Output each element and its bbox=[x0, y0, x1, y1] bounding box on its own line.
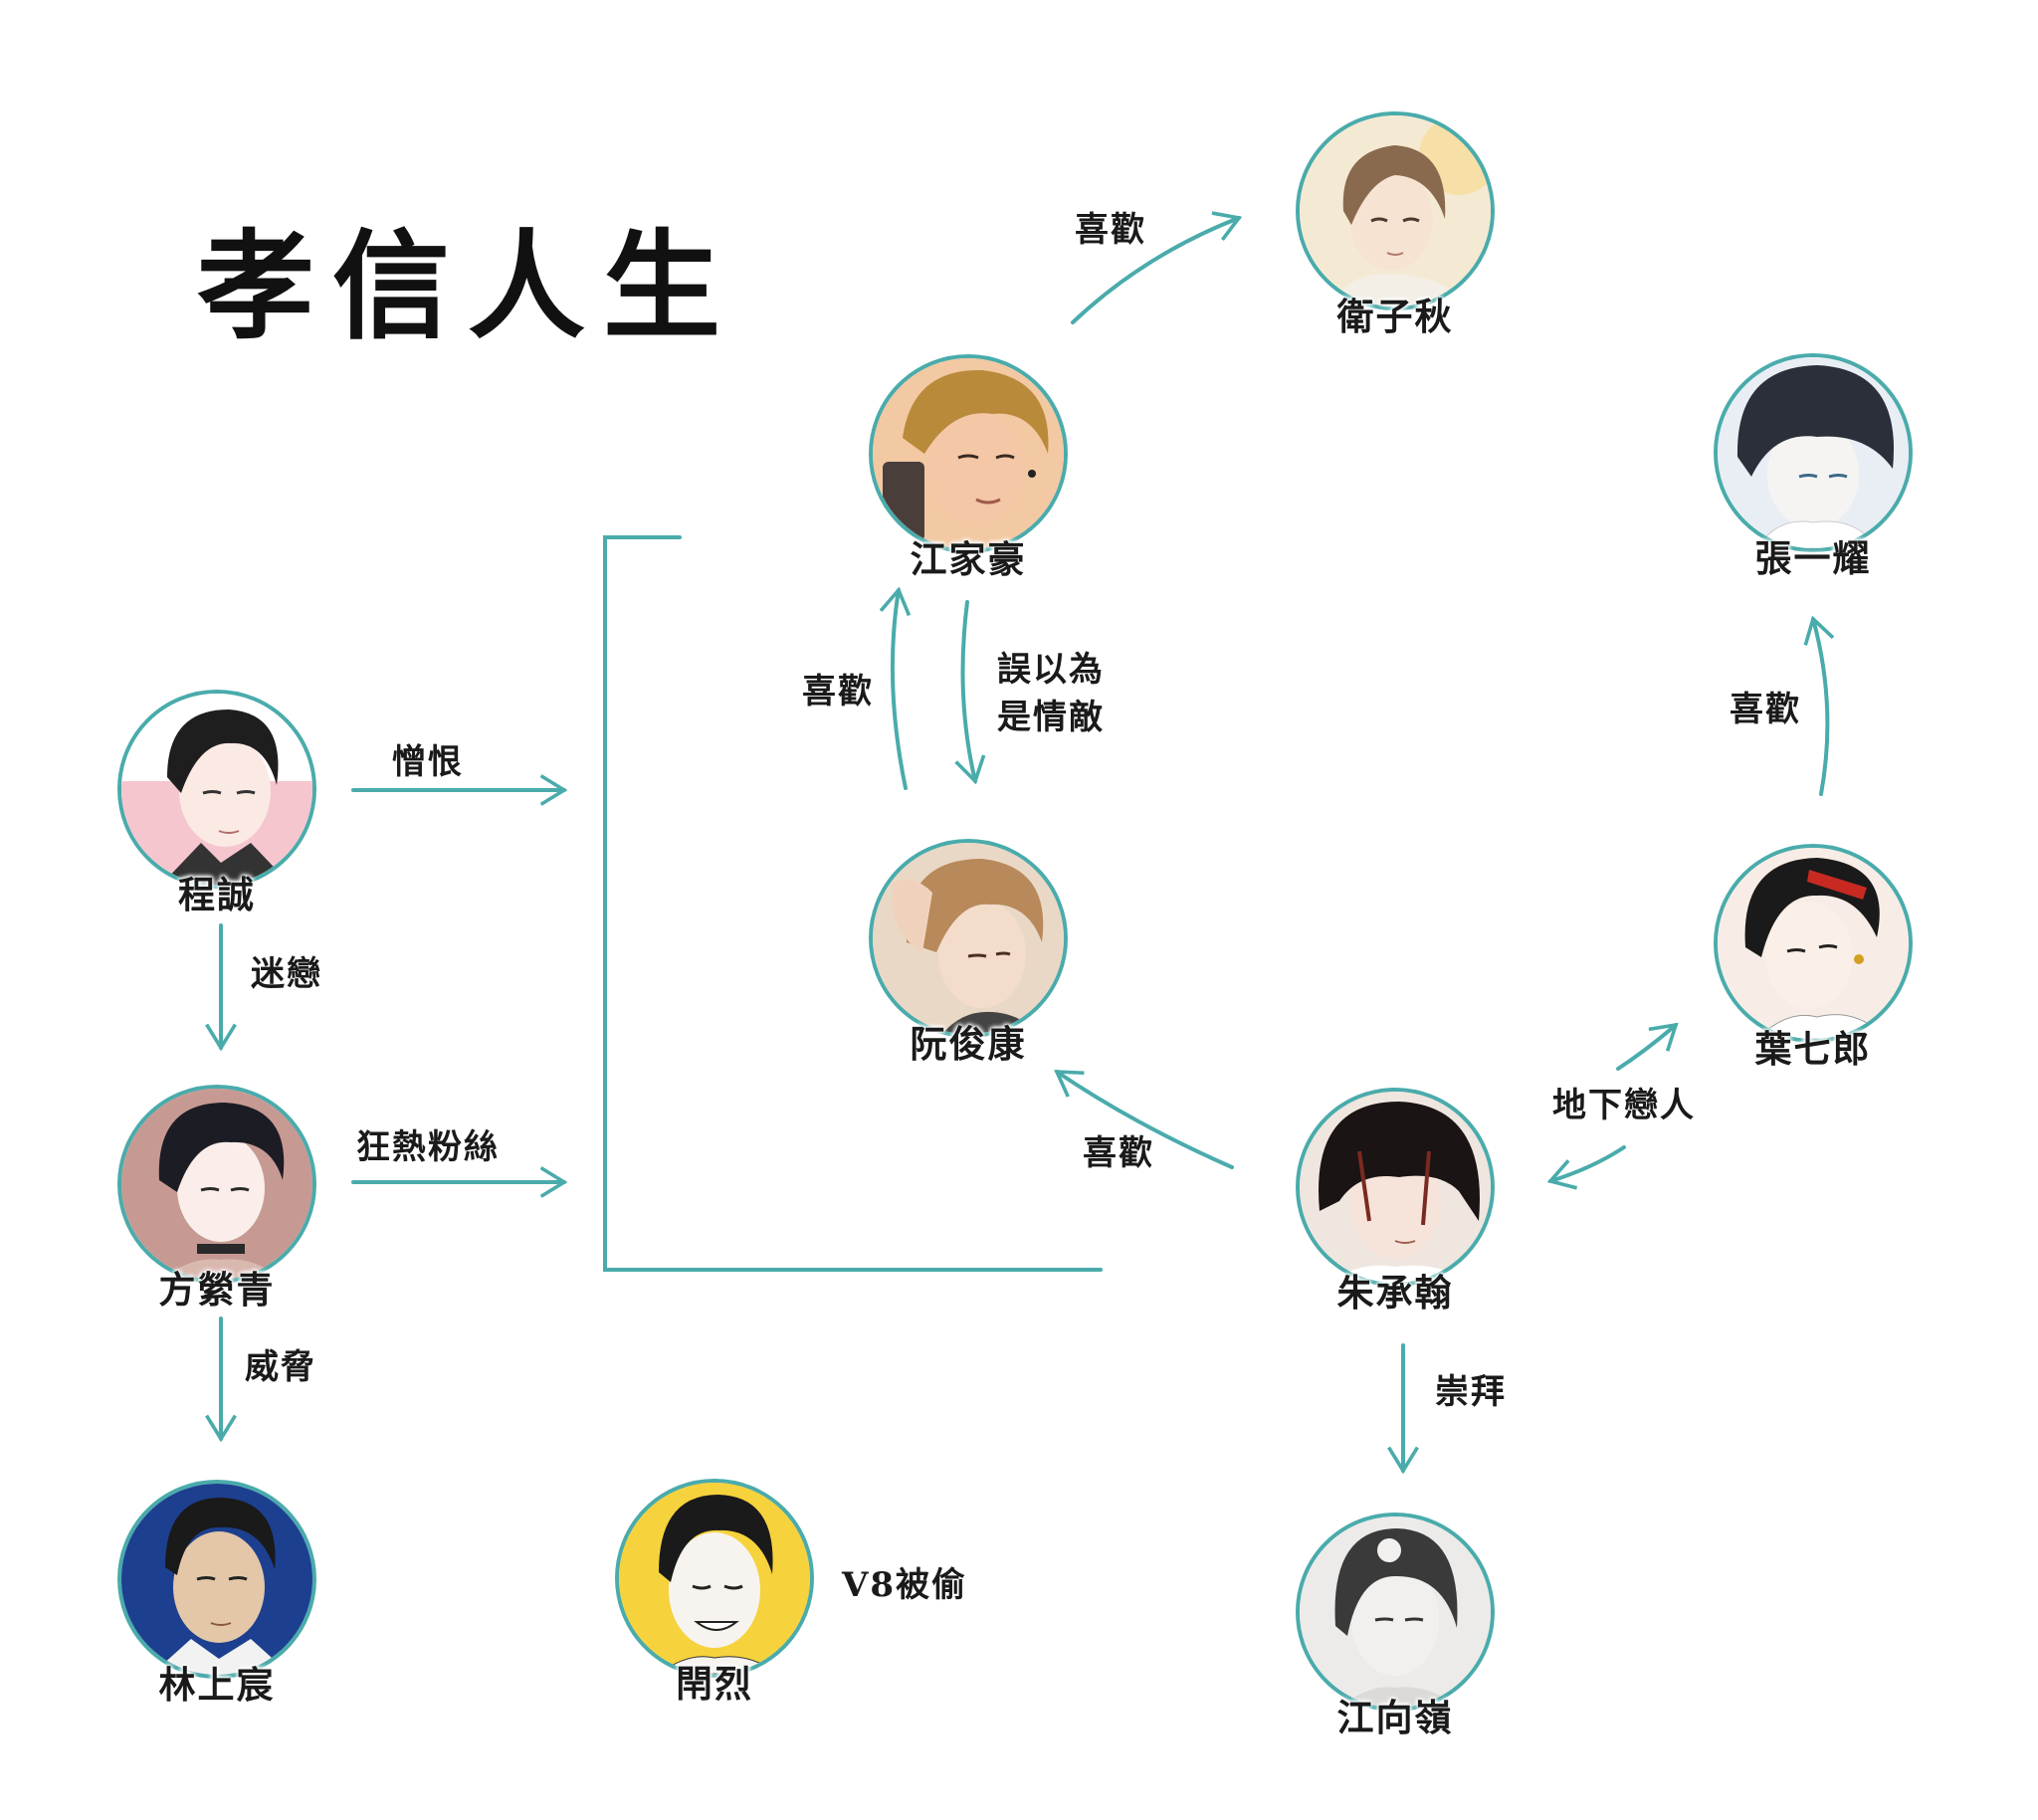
face-illustration bbox=[873, 358, 1064, 549]
face-illustration bbox=[873, 843, 1064, 1034]
arrow-jiahao-ziqiu bbox=[1071, 211, 1243, 324]
character-node-ye-qilang[interactable]: 葉七郎 bbox=[1714, 844, 1913, 1083]
face-illustration bbox=[619, 1483, 810, 1674]
relation-label-cheng-group: 憎恨 bbox=[392, 742, 464, 782]
relation-label-zhu-qilang: 地下戀人 bbox=[1552, 1086, 1696, 1125]
portrait-kai-lie bbox=[615, 1479, 814, 1678]
character-name-fang-yingqing: 方縈青 bbox=[158, 1268, 276, 1312]
relation-label-cheng-fang: 迷戀 bbox=[251, 954, 322, 994]
character-name-zhu-chenghan: 朱承翰 bbox=[1336, 1271, 1454, 1314]
relation-label-jiahao-junkang-1: 誤以為 bbox=[997, 650, 1105, 690]
character-node-fang-yingqing[interactable]: 方縈青 bbox=[117, 1085, 316, 1323]
face-illustration bbox=[121, 1089, 312, 1280]
face-illustration bbox=[1300, 1517, 1491, 1708]
group-bracket bbox=[603, 535, 1103, 1272]
portrait-cheng-cheng bbox=[117, 690, 316, 889]
relation-label-zhu-xiangling: 崇拜 bbox=[1435, 1372, 1507, 1412]
arrow-zhu-junkang bbox=[1054, 1070, 1234, 1169]
face-illustration bbox=[1718, 357, 1909, 548]
character-node-kai-lie[interactable]: 閈烈 bbox=[615, 1479, 814, 1718]
portrait-jiang-xiangling bbox=[1296, 1513, 1495, 1712]
character-node-lin-shangchen[interactable]: 林上宸 bbox=[117, 1480, 316, 1719]
face-illustration bbox=[121, 1484, 312, 1675]
note-kai-lie: V8被偷 bbox=[842, 1565, 968, 1605]
character-name-jiang-jiahao: 江家豪 bbox=[910, 537, 1027, 581]
character-name-wei-ziqiu: 衛子秋 bbox=[1336, 295, 1454, 338]
character-node-jiang-jiahao[interactable]: 江家豪 bbox=[869, 354, 1068, 593]
relation-label-jiahao-ziqiu: 喜歡 bbox=[1075, 210, 1146, 250]
character-name-kai-lie: 閈烈 bbox=[676, 1662, 753, 1706]
character-node-zhang-yiyao[interactable]: 張一耀 bbox=[1714, 353, 1913, 592]
character-name-ruan-junkang: 阮俊康 bbox=[910, 1022, 1027, 1066]
arrow-junkang-jiahao bbox=[879, 586, 912, 790]
relation-label-zhu-junkang: 喜歡 bbox=[1083, 1133, 1154, 1173]
character-name-lin-shangchen: 林上宸 bbox=[158, 1663, 276, 1707]
face-illustration bbox=[1300, 1092, 1491, 1283]
arrow-qilang-yiyao bbox=[1803, 615, 1835, 796]
character-name-jiang-xiangling: 江向嶺 bbox=[1336, 1696, 1454, 1739]
portrait-zhu-chenghan bbox=[1296, 1088, 1495, 1287]
character-node-zhu-chenghan[interactable]: 朱承翰 bbox=[1296, 1088, 1495, 1326]
arrow-qilang-to-zhu bbox=[1546, 1145, 1626, 1190]
portrait-zhang-yiyao bbox=[1714, 353, 1913, 552]
portrait-ye-qilang bbox=[1714, 844, 1913, 1043]
relation-label-jiahao-junkang-2: 是情敵 bbox=[997, 698, 1105, 737]
relation-label-qilang-yiyao: 喜歡 bbox=[1730, 690, 1801, 729]
character-name-zhang-yiyao: 張一耀 bbox=[1754, 536, 1872, 580]
portrait-lin-shangchen bbox=[117, 1480, 316, 1679]
character-node-jiang-xiangling[interactable]: 江向嶺 bbox=[1296, 1513, 1495, 1751]
portrait-ruan-junkang bbox=[869, 839, 1068, 1038]
relation-label-fang-lin: 威脅 bbox=[245, 1347, 316, 1387]
character-name-cheng-cheng: 程誠 bbox=[178, 873, 256, 916]
character-node-ruan-junkang[interactable]: 阮俊康 bbox=[869, 839, 1068, 1078]
character-name-ye-qilang: 葉七郎 bbox=[1754, 1027, 1872, 1071]
arrow-zhu-to-qilang bbox=[1616, 1022, 1679, 1071]
portrait-wei-ziqiu bbox=[1296, 111, 1495, 310]
character-node-wei-ziqiu[interactable]: 衛子秋 bbox=[1296, 111, 1495, 350]
page-title: 孝信人生 bbox=[197, 217, 739, 355]
character-node-cheng-cheng[interactable]: 程誠 bbox=[117, 690, 316, 928]
face-illustration bbox=[121, 694, 312, 885]
face-illustration bbox=[1718, 848, 1909, 1039]
relation-label-fang-group: 狂熱粉絲 bbox=[356, 1127, 500, 1167]
portrait-fang-yingqing bbox=[117, 1085, 316, 1284]
portrait-jiang-jiahao bbox=[869, 354, 1068, 553]
relation-label-junkang-jiahao: 喜歡 bbox=[802, 672, 874, 711]
arrow-jiahao-junkang bbox=[954, 600, 986, 785]
face-illustration bbox=[1300, 115, 1491, 306]
